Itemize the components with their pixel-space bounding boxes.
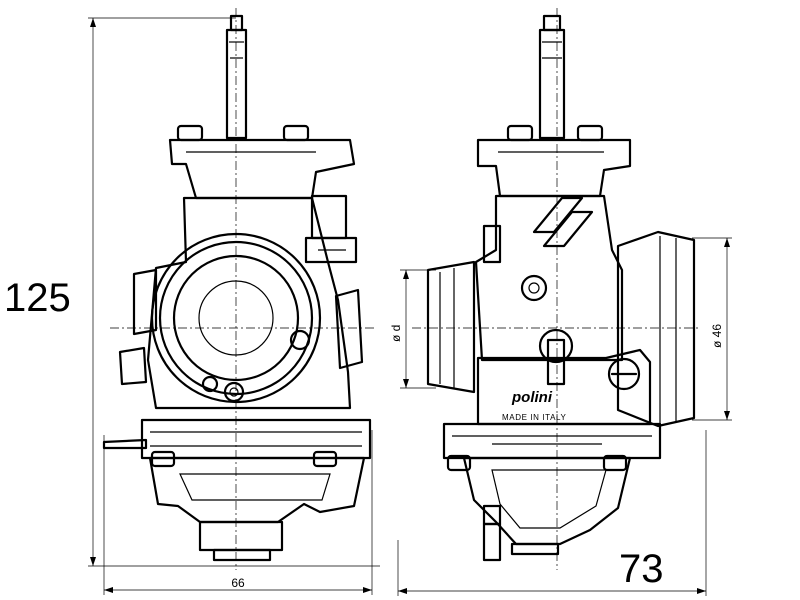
width-front-label: 66 <box>231 576 245 590</box>
depth-side-label: 73 <box>619 547 664 591</box>
height-label: 125 <box>4 276 71 320</box>
front-view <box>102 14 372 562</box>
side-view <box>426 14 696 562</box>
outlet-diameter-label: ø 46 <box>710 324 724 348</box>
origin-marking: MADE IN ITALY <box>502 413 566 422</box>
dimension-width-front <box>103 430 373 595</box>
dimension-inlet-diameter <box>400 269 436 389</box>
inlet-diameter-label: ø d <box>389 325 403 342</box>
dimension-height <box>88 17 380 567</box>
brand-marking: polini <box>511 389 553 406</box>
dimension-depth-side <box>397 430 707 596</box>
dimension-outlet-diameter <box>692 237 732 421</box>
